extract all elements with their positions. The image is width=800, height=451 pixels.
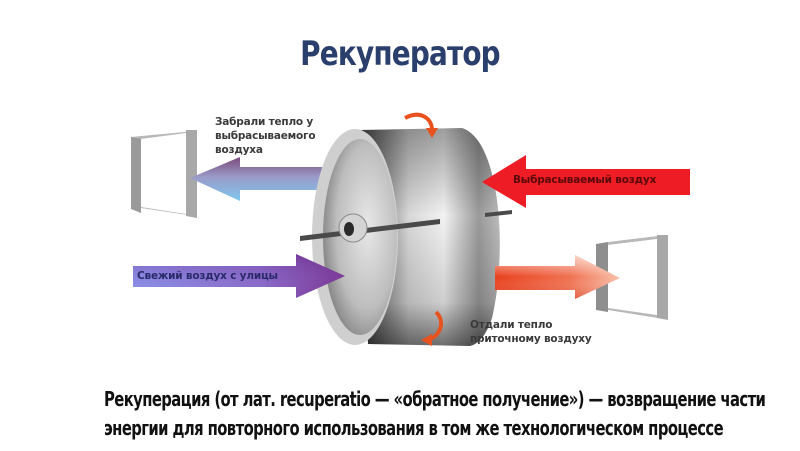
definition-caption-line1: Рекуперация (от лат. recuperatio — «обра… xyxy=(104,387,766,411)
page-title: Рекуператор xyxy=(300,34,500,74)
exhaust-out-label-line3: воздуха xyxy=(215,144,263,156)
exhaust-in-label: Выбрасываемый воздух xyxy=(513,174,657,186)
supply-out-label: Отдали тепло приточному воздуху xyxy=(470,318,592,346)
exhaust-in-arrow xyxy=(482,155,690,208)
supply-out-label-line1: Отдали тепло xyxy=(470,319,553,331)
exhaust-out-label-line2: выбрасываемого xyxy=(215,130,316,142)
left-window-frame xyxy=(131,130,197,218)
exhaust-out-arrow xyxy=(190,157,350,201)
exhaust-out-label-line1: Забрали тепло у xyxy=(215,116,314,128)
supply-out-arrow xyxy=(495,255,620,299)
exhaust-out-label: Забрали тепло у выбрасываемого воздуха xyxy=(215,115,316,157)
definition-caption-line2: энергии для повторного использования в т… xyxy=(104,416,724,440)
fresh-in-arrow xyxy=(133,254,345,298)
fresh-in-label: Свежий воздух с улицы xyxy=(137,270,278,282)
supply-out-label-line2: приточному воздуху xyxy=(470,333,592,345)
rotor-drum xyxy=(300,112,512,346)
